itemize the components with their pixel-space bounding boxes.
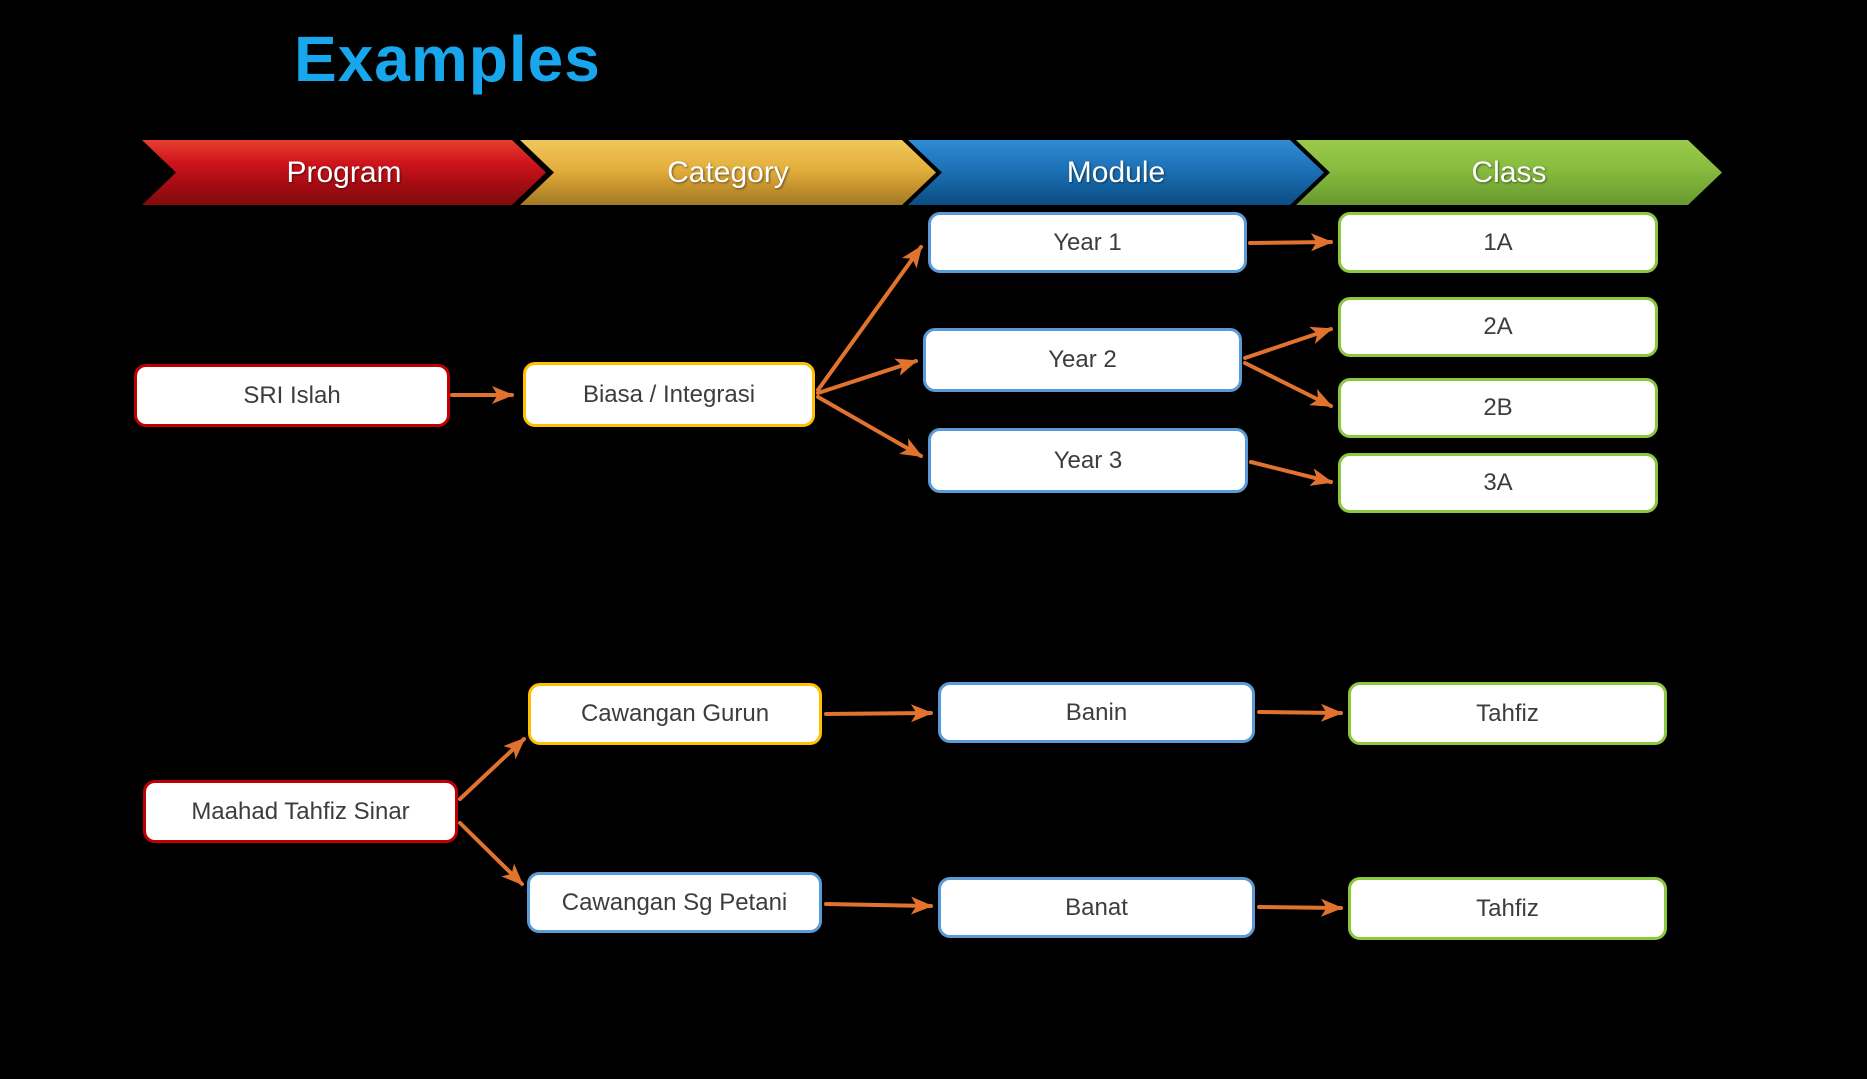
node-class-2a: 2A (1338, 297, 1658, 357)
connector-arrow (1249, 460, 1333, 486)
connector-arrow (1257, 898, 1343, 917)
connector-arrow (458, 737, 526, 801)
connector-arrow (816, 358, 918, 395)
node-class-2b: 2B (1338, 378, 1658, 438)
pipeline-step-category-label: Category (520, 140, 936, 205)
connector-arrow (1248, 233, 1333, 252)
node-banat: Banat (938, 877, 1255, 938)
pipeline-step-program-label: Program (142, 140, 546, 205)
pipeline-step-program: Program (138, 137, 550, 208)
node-banin: Banin (938, 682, 1255, 743)
connector-arrow (1257, 703, 1343, 722)
pipeline-step-module-label: Module (908, 140, 1324, 205)
node-tahfiz-banat: Tahfiz (1348, 877, 1667, 940)
connector-arrow (458, 821, 524, 886)
node-cawangan-sg-petani: Cawangan Sg Petani (527, 872, 822, 933)
pipeline-step-category: Category (516, 137, 940, 208)
connector-arrow (816, 245, 923, 392)
connector-arrow (824, 704, 933, 723)
pipeline-step-class-label: Class (1296, 140, 1722, 205)
connector-arrow (1243, 361, 1333, 408)
node-year-1: Year 1 (928, 212, 1247, 273)
pipeline-step-class: Class (1292, 137, 1726, 208)
node-cawangan-gurun: Cawangan Gurun (528, 683, 822, 745)
connector-arrow (824, 896, 933, 915)
page-title: Examples (294, 23, 601, 95)
connector-arrow (816, 395, 923, 458)
node-biasa-integrasi: Biasa / Integrasi (523, 362, 815, 427)
node-year-3: Year 3 (928, 428, 1248, 493)
node-tahfiz-banin: Tahfiz (1348, 682, 1667, 745)
node-class-3a: 3A (1338, 453, 1658, 513)
node-maahad-tahfiz-sinar: Maahad Tahfiz Sinar (143, 780, 458, 843)
node-class-1a: 1A (1338, 212, 1658, 273)
node-sri-islah: SRI Islah (134, 364, 450, 427)
pipeline-step-module: Module (904, 137, 1328, 208)
connector-arrow (1243, 326, 1333, 360)
node-year-2: Year 2 (923, 328, 1242, 392)
